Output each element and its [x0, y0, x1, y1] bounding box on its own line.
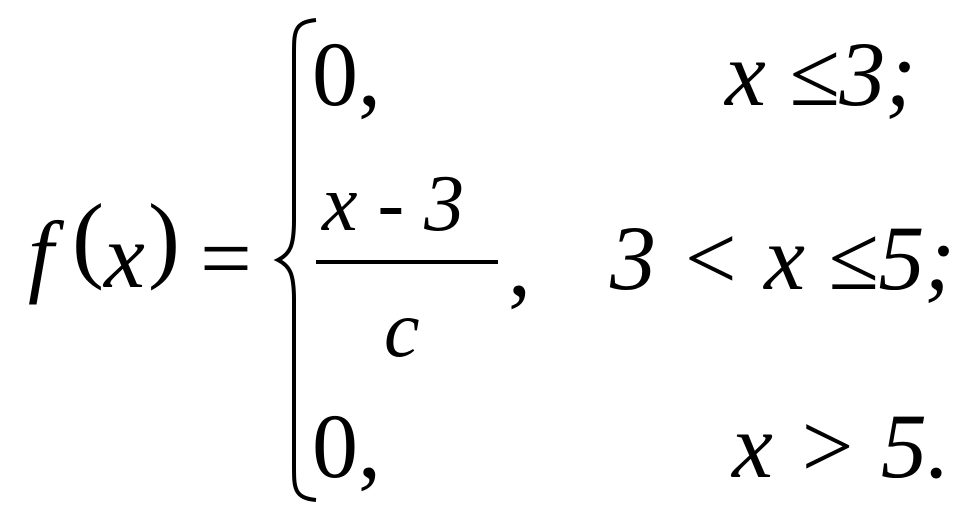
equals-sign: = — [200, 207, 252, 309]
case-2-comma: , — [508, 213, 531, 315]
fraction-bar — [316, 260, 498, 264]
case-3-value: 0, — [312, 395, 381, 497]
case-2-numerator: x - 3 — [322, 160, 465, 248]
case-3-condition: x > 5. — [732, 395, 950, 497]
case-2-denominator: c — [384, 286, 420, 374]
close-paren: ) — [148, 184, 180, 291]
case-2-condition: 3 < x ≤5; — [610, 207, 956, 309]
case-1-value: 0, — [312, 23, 381, 125]
function-name: f — [28, 203, 54, 305]
open-paren: ( — [72, 184, 104, 291]
function-variable: x — [104, 205, 145, 307]
left-brace-icon — [273, 18, 317, 502]
case-1-condition: x ≤3; — [725, 23, 916, 125]
